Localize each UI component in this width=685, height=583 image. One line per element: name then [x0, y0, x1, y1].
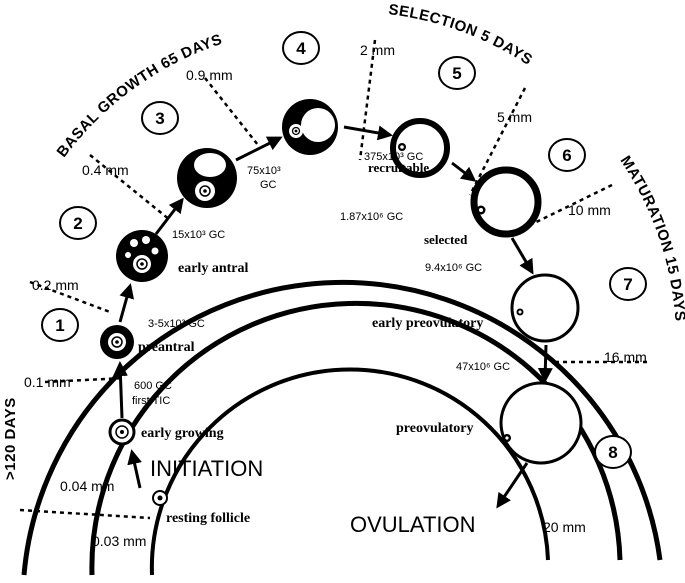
middle-arc [89, 300, 623, 576]
ovulation-label: OVULATION [350, 512, 476, 537]
class-8-number: 8 [608, 443, 617, 462]
follicle-early-preovulatory [510, 273, 580, 343]
stage-resting-follicle: resting follicle [166, 511, 250, 526]
size-16mm: 16 mm [604, 349, 647, 365]
gc-9-4x10-6: 9.4x10⁶ GC [425, 262, 482, 274]
stage-recruitable: recruitable [368, 160, 429, 175]
stage-early-growing: early growing [141, 426, 224, 441]
follicle-class-3 [177, 148, 237, 208]
gc-15x10-3: 15x10³ GC [172, 229, 225, 241]
gc-47x10-6: 47x10⁶ GC [456, 361, 510, 373]
gc-375x10-3: 375x10³ GC [364, 151, 423, 163]
follicle-selected [470, 166, 542, 238]
class-4-number: 4 [296, 39, 306, 58]
size-10mm: 10 mm [568, 202, 611, 218]
follicle-early-antral [116, 230, 168, 282]
stage-early-preovulatory: early preovulatory [372, 316, 483, 331]
class-7-number: 7 [623, 275, 632, 294]
follicle-resting [152, 490, 168, 506]
progression-arrows [112, 125, 553, 509]
size-2mm: 2 mm [360, 42, 395, 58]
stage-selected: selected [424, 232, 468, 247]
follicle-early-growing [108, 418, 136, 446]
class-1-number: 1 [55, 316, 64, 335]
class-6-number: 6 [562, 146, 571, 165]
stage-boundaries [19, 39, 650, 520]
follicle-preovulatory [499, 381, 583, 465]
gc-75x10-3: 75x10³ [247, 165, 281, 177]
outer-arc [21, 279, 663, 576]
follicle-preantral [100, 325, 134, 359]
size-0-2mm: 0.2 mm [32, 277, 79, 293]
size-20mm: 20 mm [543, 519, 586, 535]
class-3-number: 3 [155, 109, 164, 128]
follicle-class-4 [282, 99, 338, 155]
stage-early-antral: early antral [178, 261, 248, 276]
size-0-04mm: 0.04 mm [60, 478, 114, 494]
class-2-number: 2 [73, 214, 82, 233]
stage-preovulatory: preovulatory [396, 421, 474, 436]
size-0-03mm: 0.03 mm [92, 533, 146, 549]
gc-1-87x10-6: 1.87x10⁶ GC [340, 211, 403, 223]
class-5-number: 5 [452, 64, 461, 83]
gc-3-5x10-3: 3-5x10³ GC [148, 318, 205, 330]
size-0-1mm: 0.1 mm [24, 374, 71, 390]
class-markers [41, 31, 647, 469]
gc-75-unit: GC [260, 179, 277, 191]
initial-days-label: >120 DAYS [2, 397, 19, 480]
size-0-9mm: 0.9 mm [186, 67, 233, 83]
gc-first-tic: first TIC [132, 395, 170, 407]
stage-preantral: preantral [138, 340, 195, 355]
size-0-4mm: 0.4 mm [82, 162, 129, 178]
basal-growth-label: BASAL GROWTH 65 DAYS [54, 31, 225, 161]
gc-600: 600 GC [134, 380, 172, 392]
follicle-recruitable [390, 118, 450, 178]
initiation-label: INITIATION [150, 456, 263, 481]
size-5mm: 5 mm [497, 109, 532, 125]
